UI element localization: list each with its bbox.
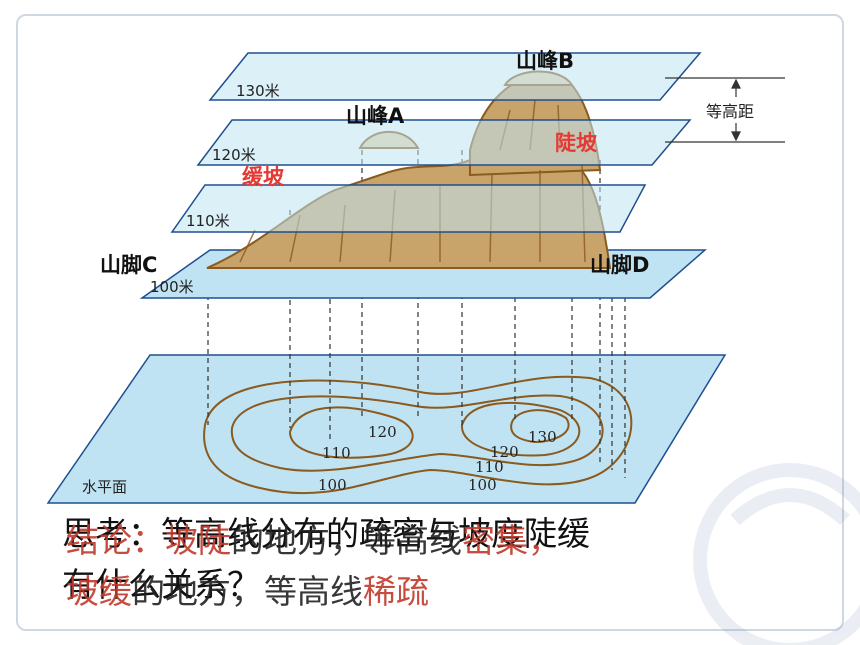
conclusion-prefix: 结论： <box>66 521 165 560</box>
contour-120a <box>288 406 414 459</box>
slide-frame <box>16 14 844 631</box>
plane-110m <box>170 184 647 233</box>
conclusion-mid1: 的地方，等高线 <box>231 521 462 560</box>
base-plane-label: 水平面 <box>82 478 127 496</box>
foot-c-label: 山脚C <box>100 253 157 277</box>
contour-100 <box>203 375 633 495</box>
steep-slope-label: 陡坡 <box>555 131 597 155</box>
contour-130 <box>510 409 570 444</box>
conclusion-mid2: 的地方，等高线 <box>132 572 363 611</box>
contour-label-120a: 120 <box>368 423 397 441</box>
contour-label-120b: 120 <box>490 443 519 461</box>
interval-label: 等高距 <box>706 102 754 121</box>
conclusion-gentle: 坡缓 <box>66 572 132 611</box>
question-line-1: 思考：等高线分布的疏密与坡度陡缓 <box>62 514 590 553</box>
conclusion-sep: ， <box>528 521 561 560</box>
conclusion-line-1: 结论：坡陡的地方，等高线密集， <box>66 521 561 561</box>
watermark-logo <box>693 463 860 645</box>
peak-a-label: 山峰A <box>346 104 405 128</box>
contour-map <box>203 375 633 495</box>
contour-label-100a: 100 <box>318 476 347 494</box>
contour-interval-indicator <box>665 77 785 143</box>
base-plane <box>46 354 727 504</box>
plane-130m <box>208 52 702 101</box>
conclusion-steep: 坡陡 <box>165 521 231 560</box>
question-line-2: 有什么关系？ <box>62 565 260 604</box>
contour-label-110a: 110 <box>322 444 351 462</box>
conclusion-dense: 密集 <box>462 521 528 560</box>
foot-d-label: 山脚D <box>590 253 649 277</box>
plane-130m-label: 130米 <box>236 82 280 100</box>
plane-120m-label: 120米 <box>212 146 256 164</box>
contour-110 <box>230 394 604 472</box>
peak-b-label: 山峰B <box>516 49 574 73</box>
gentle-slope-label: 缓坡 <box>242 165 284 189</box>
contour-label-110b: 110 <box>475 458 504 476</box>
plane-120m <box>196 119 692 166</box>
conclusion-line-2: 坡缓的地方，等高线稀疏 <box>66 572 429 612</box>
contour-label-100b: 100 <box>468 476 497 494</box>
plane-100m-label: 100米 <box>150 278 194 296</box>
contour-120b <box>460 401 581 457</box>
conclusion-sparse: 稀疏 <box>363 572 429 611</box>
contour-label-130: 130 <box>528 428 557 446</box>
plane-110m-label: 110米 <box>186 212 230 230</box>
